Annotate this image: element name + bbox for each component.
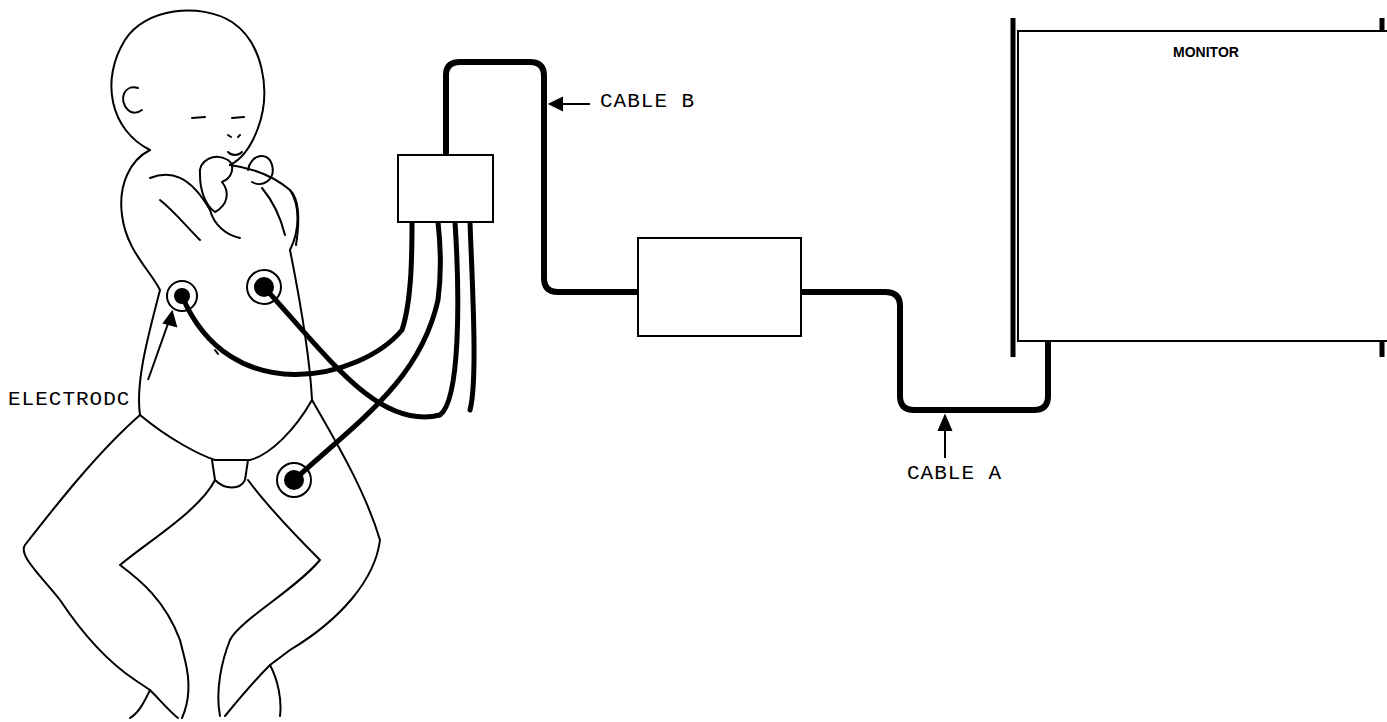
callout-label: CABLE B (598, 90, 697, 113)
baby-right-leg (230, 400, 380, 665)
arrowhead (550, 98, 562, 110)
adapter-box (638, 238, 801, 336)
baby-ear (123, 87, 142, 112)
callout-label: CABLE A (905, 462, 1004, 485)
baby-eyes (192, 117, 244, 118)
baby-left-arm (150, 175, 240, 240)
monitor-cap (1011, 18, 1016, 357)
baby-mouth (228, 152, 242, 155)
leader-line (148, 318, 170, 380)
baby-right-foot (218, 640, 280, 716)
arrowhead (939, 416, 951, 430)
monitor-box: MONITOR (1017, 30, 1387, 342)
lead-wire (470, 222, 474, 410)
arrowhead (164, 312, 176, 326)
junction-box (398, 155, 493, 222)
baby-navel (215, 350, 218, 354)
node-title: MONITOR (1019, 44, 1387, 60)
baby-head (111, 10, 264, 165)
baby-nose (228, 135, 240, 137)
baby-left-foot (130, 660, 188, 718)
baby-left-leg (24, 415, 215, 690)
baby-right-arm (262, 188, 298, 245)
lead-wire (182, 222, 412, 375)
baby-left-hand (200, 157, 232, 212)
callout-label: ELECTRODC (6, 388, 132, 411)
lead-wire (264, 222, 458, 417)
lead-wire (294, 222, 440, 480)
